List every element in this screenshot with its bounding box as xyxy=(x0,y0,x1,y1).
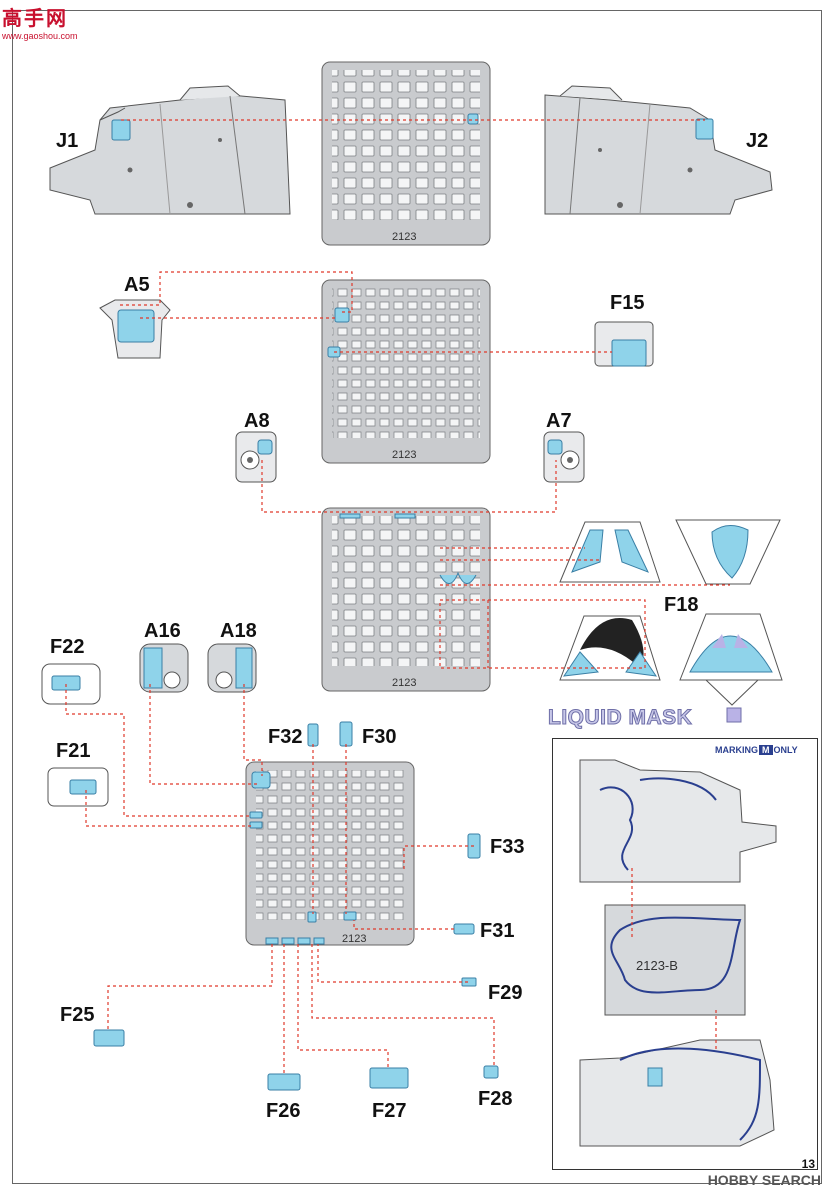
label-a8: A8 xyxy=(244,410,270,432)
site-logo-url: www.gaoshou.com xyxy=(2,31,78,41)
part-f32 xyxy=(307,723,319,747)
leaders-sheet-4 xyxy=(65,684,495,1074)
label-f21: F21 xyxy=(56,740,91,762)
part-f30 xyxy=(339,721,353,747)
windscreen-2 xyxy=(675,519,781,585)
label-f25: F25 xyxy=(60,1004,95,1026)
template-code: 2123-B xyxy=(636,958,678,973)
label-j2: J2 xyxy=(746,130,769,152)
badge-mid: M xyxy=(759,745,773,755)
watermark: HOBBY SEARCH xyxy=(707,1172,821,1188)
mask-sheet-2: 2123 xyxy=(321,279,491,464)
windscreen-1 xyxy=(559,521,661,583)
label-f27: F27 xyxy=(372,1100,407,1122)
part-f28 xyxy=(483,1065,499,1079)
leader-f18-bottom xyxy=(439,599,646,669)
part-a8 xyxy=(235,431,277,483)
label-a16: A16 xyxy=(144,620,181,642)
label-f26: F26 xyxy=(266,1100,301,1122)
label-f18: F18 xyxy=(664,594,699,616)
site-logo-name: 高手网 xyxy=(2,8,68,30)
part-a18 xyxy=(207,643,257,693)
label-a5: A5 xyxy=(124,274,150,296)
inset-drawing xyxy=(579,759,777,1147)
label-f33: F33 xyxy=(490,836,525,858)
sheet-code-2: 2123 xyxy=(392,449,416,461)
marking-only-inset xyxy=(552,738,818,1170)
fuselage-right-j2 xyxy=(544,85,773,215)
label-a18: A18 xyxy=(220,620,257,642)
liquid-mask-label: LIQUID MASK xyxy=(547,706,693,730)
label-f28: F28 xyxy=(478,1088,513,1110)
part-a5 xyxy=(99,299,171,359)
mask-sheet-4: 2123 xyxy=(245,761,415,946)
part-f26 xyxy=(267,1073,301,1091)
part-f22 xyxy=(41,663,101,705)
label-f32: F32 xyxy=(268,726,303,748)
site-logo: 高手网 www.gaoshou.com xyxy=(2,2,78,41)
sheet-code-1: 2123 xyxy=(392,231,416,243)
windscreen-3 xyxy=(559,615,661,681)
mask-sheet-1: 2123 xyxy=(321,61,491,246)
part-f29 xyxy=(461,977,477,987)
label-f29: F29 xyxy=(488,982,523,1004)
part-f25 xyxy=(93,1029,125,1047)
part-a7 xyxy=(543,431,585,483)
page-number: 13 xyxy=(801,1157,815,1171)
page-border xyxy=(12,10,822,1184)
label-f22: F22 xyxy=(50,636,85,658)
mask-sheet-3: 2123 xyxy=(321,507,491,692)
badge-right: ONLY xyxy=(773,745,798,755)
leader-f18-top xyxy=(440,547,730,586)
label-f31: F31 xyxy=(480,920,515,942)
part-f31 xyxy=(453,923,475,935)
label-f30: F30 xyxy=(362,726,397,748)
leader-a8-a7 xyxy=(261,460,557,513)
label-j1: J1 xyxy=(56,130,79,152)
part-f15 xyxy=(594,321,654,367)
sheet-code-4: 2123 xyxy=(342,933,366,945)
leader-inset xyxy=(631,868,717,1050)
leader-a5 xyxy=(120,271,353,313)
label-a7: A7 xyxy=(546,410,572,432)
badge-left: MARKING xyxy=(715,745,758,755)
fuselage-left-j1 xyxy=(49,85,291,215)
part-a16 xyxy=(139,643,189,693)
windscreen-4 xyxy=(679,613,783,723)
part-f21 xyxy=(47,767,109,807)
part-f27 xyxy=(369,1067,409,1089)
sheet-code-3: 2123 xyxy=(392,677,416,689)
label-f15: F15 xyxy=(610,292,645,314)
